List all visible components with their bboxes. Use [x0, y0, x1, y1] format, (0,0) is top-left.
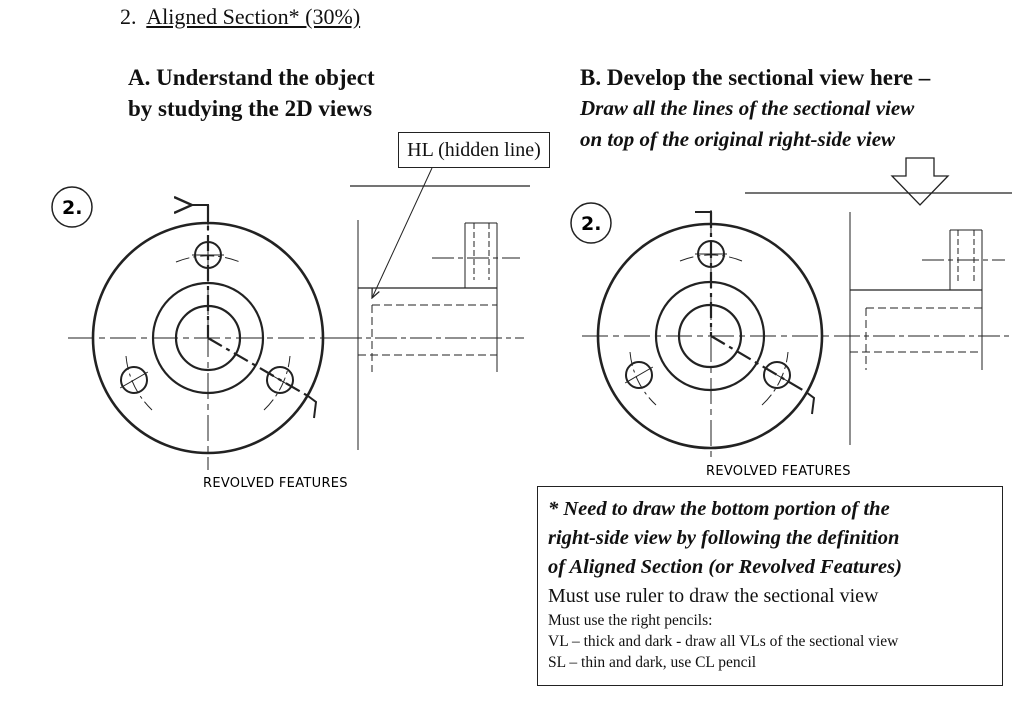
right-badge-text: 2. [581, 213, 601, 235]
right-hole-right [763, 361, 791, 389]
left-drawing [51, 167, 530, 470]
note-bold-line-1: * Need to draw the bottom portion of the [548, 498, 890, 520]
down-arrow-icon [890, 157, 950, 206]
note-bold-line-3: of Aligned Section (or Revolved Features… [548, 556, 902, 578]
part-b-instruction-2: on top of the original right-side view [580, 127, 896, 151]
left-hole-left [120, 366, 148, 394]
right-hole-left [625, 361, 653, 389]
part-b-title: B. Develop the sectional view here – [580, 65, 931, 90]
note-ruler-line: Must use ruler to draw the sectional vie… [548, 585, 879, 607]
part-a-line2: by studying the 2D views [128, 96, 373, 121]
page-title: 2. Aligned Section* (30%) [120, 4, 360, 30]
right-drawing [570, 157, 1012, 458]
note-pencils-line: Must use the right pencils: [548, 612, 713, 629]
right-badge-circle [570, 202, 612, 244]
left-caption: REVOLVED FEATURES [203, 476, 348, 491]
left-badge-text: 2. [62, 197, 82, 219]
part-b-heading: B. Develop the sectional view here – Dra… [580, 62, 930, 155]
title-label: Aligned Section* (30%) [146, 4, 361, 29]
note-sl-line: SL – thin and dark, use CL pencil [548, 654, 757, 671]
hidden-line-callout: HL (hidden line) [398, 132, 550, 168]
left-hole-right [266, 366, 294, 394]
note-vl-line: VL – thick and dark - draw all VLs of th… [548, 633, 899, 650]
title-number: 2. [120, 4, 137, 29]
note-box: * Need to draw the bottom portion of the… [537, 486, 1003, 686]
part-a-line1: A. Understand the object [128, 65, 375, 90]
part-a-heading: A. Understand the object by studying the… [128, 62, 375, 124]
part-b-instruction-1: Draw all the lines of the sectional view [580, 96, 915, 120]
left-badge-circle [51, 186, 93, 228]
right-caption: REVOLVED FEATURES [706, 464, 851, 479]
note-bold-line-2: right-side view by following the definit… [548, 527, 900, 549]
